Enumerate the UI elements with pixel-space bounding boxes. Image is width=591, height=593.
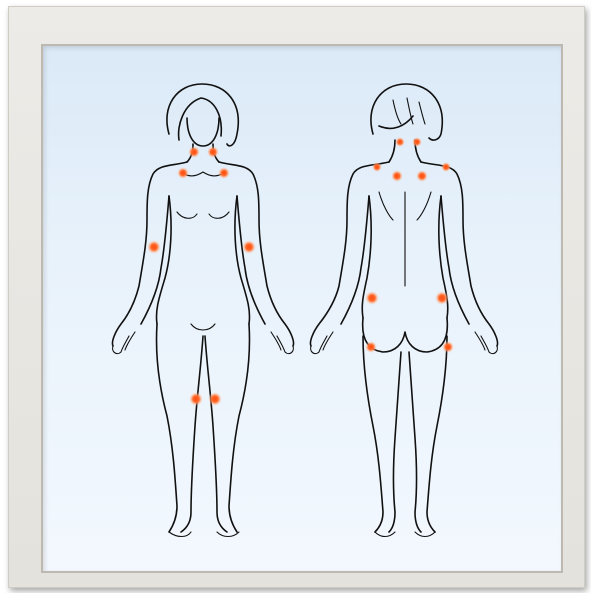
tender-point (218, 167, 230, 179)
tender-point (365, 291, 379, 305)
tender-point (395, 137, 405, 147)
tender-point (412, 137, 422, 147)
tender-point (416, 170, 428, 182)
tender-points-back (365, 137, 454, 353)
front-figure (112, 84, 293, 537)
picture-mat (41, 44, 563, 573)
tender-point (188, 146, 200, 158)
tender-point (365, 341, 377, 353)
tender-point (147, 240, 161, 254)
picture-frame (8, 6, 585, 588)
tender-point (207, 146, 219, 158)
body-diagram (43, 46, 561, 571)
tender-point (441, 162, 451, 172)
tender-point (189, 392, 203, 406)
tender-point (177, 167, 189, 179)
back-figure (310, 84, 497, 537)
tender-point (391, 170, 403, 182)
tender-point (442, 341, 454, 353)
tender-point (372, 162, 382, 172)
tender-point (208, 392, 222, 406)
tender-point (242, 240, 256, 254)
tender-point (435, 291, 449, 305)
